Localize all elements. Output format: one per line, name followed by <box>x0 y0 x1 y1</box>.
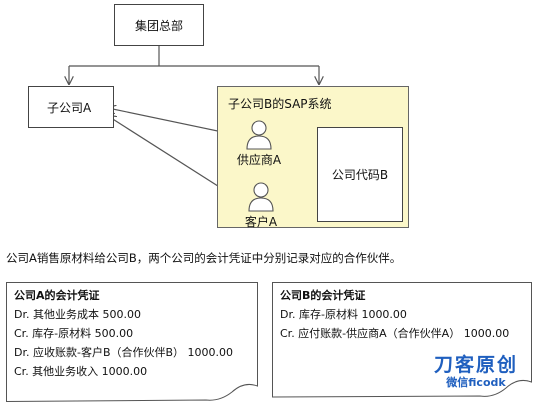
supplier-actor: 供应商A <box>227 120 291 168</box>
headquarters-box: 集团总部 <box>114 4 204 46</box>
watermark-handle: 微信ficodk <box>446 376 506 389</box>
voucher-a-title: 公司A的会计凭证 <box>14 289 100 302</box>
subsidiary-a-box: 子公司A <box>28 86 114 128</box>
company-code-label: 公司代码B <box>331 168 389 182</box>
voucher-a-line: Cr. 其他业务收入 1000.00 <box>14 365 148 378</box>
watermark: 刀客原创 微信ficodk <box>420 354 532 389</box>
person-icon <box>246 120 272 150</box>
customer-label: 客户A <box>244 215 278 229</box>
voucher-b-line: Cr. 应付账款-供应商A（合作伙伴A） 1000.00 <box>280 327 510 340</box>
voucher-a-line: Dr. 其他业务成本 500.00 <box>14 308 141 321</box>
voucher-a-line: Dr. 应收账款-客户B（合作伙伴B） 1000.00 <box>14 346 234 359</box>
headquarters-label: 集团总部 <box>134 18 183 33</box>
voucher-b-title: 公司B的会计凭证 <box>280 289 366 302</box>
partner-arrows <box>108 108 232 195</box>
voucher-a-line: Cr. 库存-原材料 500.00 <box>14 327 134 340</box>
sap-system-label: 子公司B的SAP系统 <box>228 97 332 111</box>
subsidiary-a-label: 子公司A <box>47 100 92 115</box>
customer-actor: 客户A <box>229 182 293 230</box>
description-text: 公司A销售原材料给公司B，两个公司的会计凭证中分别记录对应的合作伙伴。 <box>6 251 402 265</box>
person-icon <box>248 182 274 212</box>
supplier-label: 供应商A <box>236 153 282 167</box>
voucher-b-line: Dr. 库存-原材料 1000.00 <box>280 308 407 321</box>
company-code-box: 公司代码B <box>317 127 403 222</box>
voucher-a: 公司A的会计凭证 Dr. 其他业务成本 500.00 Cr. 库存-原材料 50… <box>6 282 258 402</box>
document-frame <box>272 282 532 398</box>
watermark-brand: 刀客原创 <box>433 354 518 376</box>
document-frame <box>6 282 258 402</box>
hierarchy-connector <box>69 46 319 84</box>
voucher-b: 公司B的会计凭证 Dr. 库存-原材料 1000.00 Cr. 应付账款-供应商… <box>272 282 532 402</box>
